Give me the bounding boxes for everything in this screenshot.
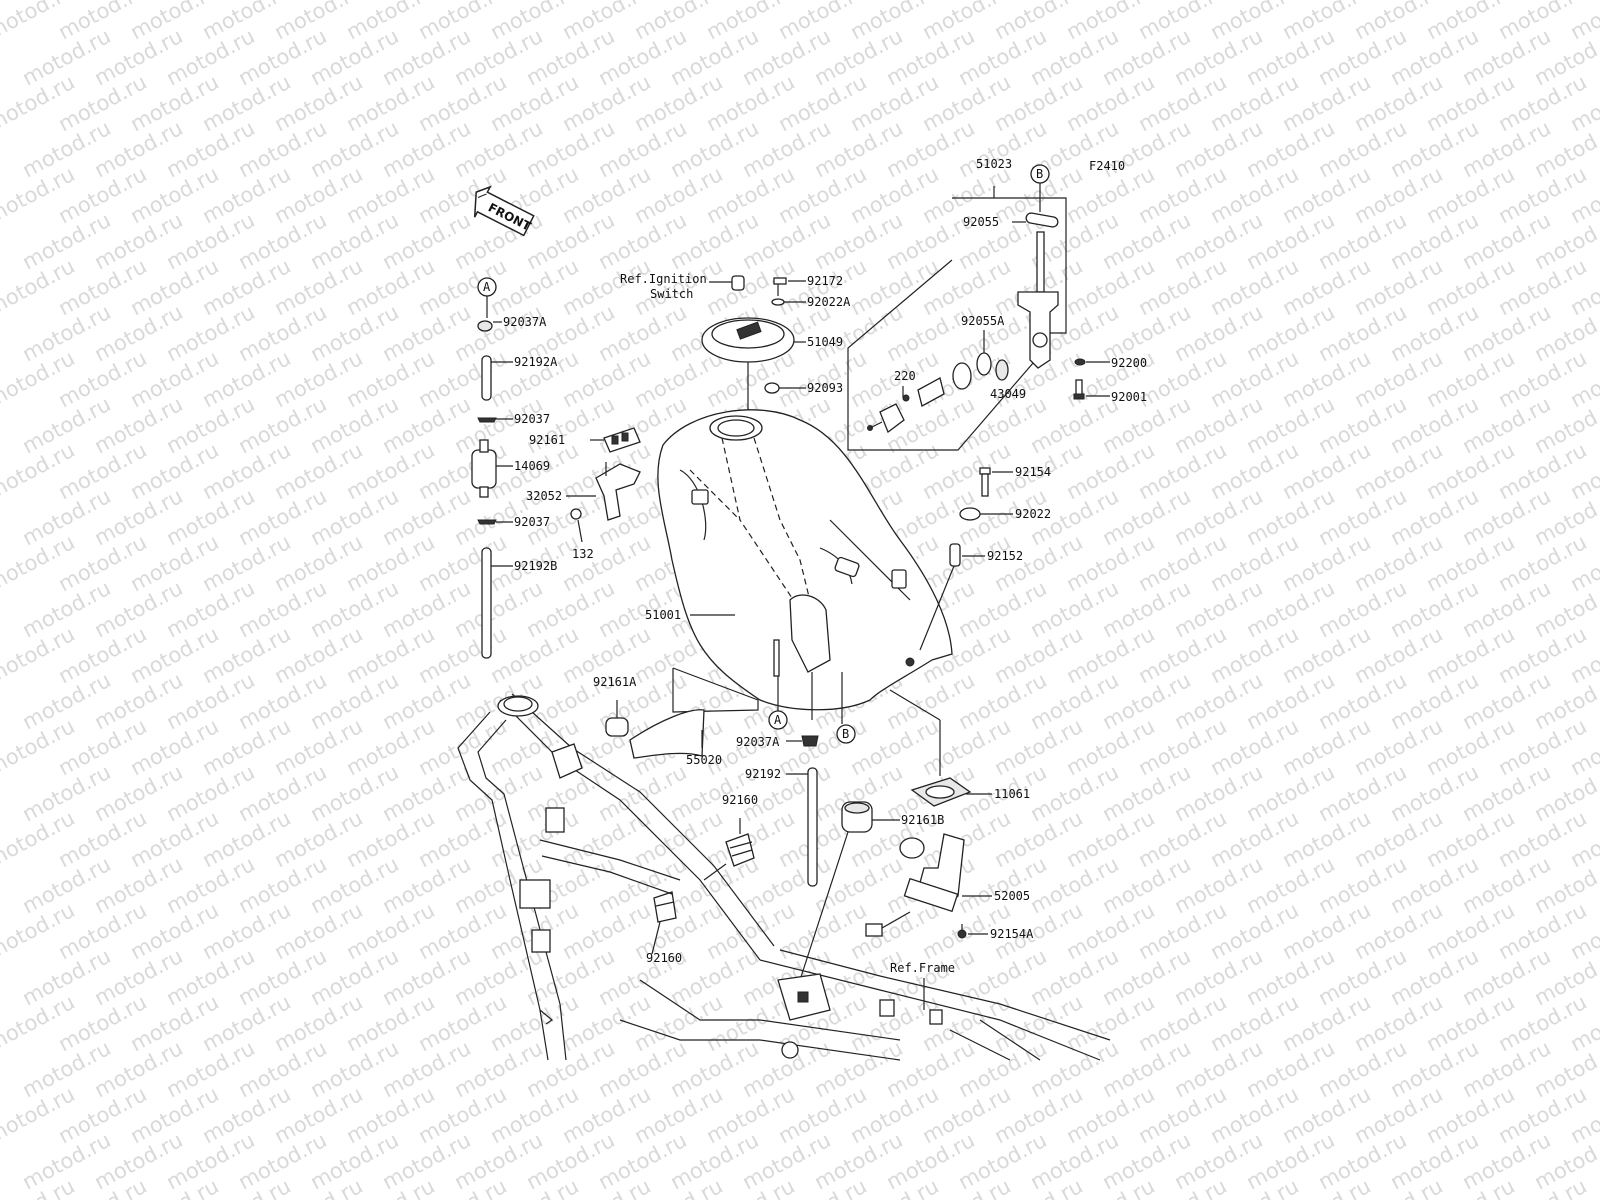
part-label-92161a: 92161A — [593, 675, 637, 689]
diaphragm-43049 — [995, 359, 1009, 381]
fuel-filter-14069 — [471, 439, 513, 498]
part-label-92055a: 92055A — [961, 314, 1005, 328]
bracket-32052 — [566, 462, 641, 521]
bolt-92154a — [957, 924, 988, 939]
part-label-132: 132 — [572, 547, 594, 561]
part-label-92037-top: 92037 — [514, 412, 550, 426]
part-label-92154a: 92154A — [990, 927, 1034, 941]
part-label-92055: 92055 — [963, 215, 999, 229]
part-label-51001: 51001 — [645, 608, 681, 622]
part-label-92037-bot: 92037 — [514, 515, 550, 529]
part-label-55020: 55020 — [686, 753, 722, 767]
svg-text:B: B — [842, 727, 849, 741]
part-label-43049: 43049 — [990, 387, 1026, 401]
clamp-92037-top — [477, 417, 513, 423]
tap-plate — [952, 362, 972, 390]
part-label-92161: 92161 — [529, 433, 565, 447]
oring-92055a — [976, 352, 992, 376]
figure-code: F2410 — [1089, 159, 1125, 173]
part-label-92093: 92093 — [807, 381, 843, 395]
hose-92192a — [481, 355, 513, 401]
washer-92093 — [764, 382, 806, 394]
part-label-51049: 51049 — [807, 335, 843, 349]
pad-92161 — [590, 427, 641, 453]
part-label-14069: 14069 — [514, 459, 550, 473]
fuel-tank-51001 — [657, 409, 953, 711]
part-label-92152: 92152 — [987, 549, 1023, 563]
svg-text:B: B — [1036, 167, 1043, 181]
frame-ref — [457, 693, 1111, 1061]
part-label-92192b: 92192B — [514, 559, 557, 573]
part-label-92022a: 92022A — [807, 295, 851, 309]
part-label-92172: 92172 — [807, 274, 843, 288]
part-label-92161b: 92161B — [901, 813, 944, 827]
damper-92037a-bot — [786, 735, 819, 747]
svg-text:A: A — [483, 280, 491, 294]
part-label-92160-bot: 92160 — [646, 951, 682, 965]
fuel-tap-stem — [1036, 231, 1045, 293]
part-label-92022: 92022 — [1015, 507, 1051, 521]
ref-ignition-switch-line1: Ref.Ignition — [620, 272, 707, 286]
part-label-92200: 92200 — [1111, 356, 1147, 370]
part-labels: 51023 92055 92055A 220 43049 92200 92001… — [503, 157, 1147, 975]
ignition-cover — [709, 275, 745, 291]
pad-92160-bot — [651, 891, 677, 955]
fuel-pump-52005 — [865, 833, 992, 937]
clamp-92037-bot — [477, 519, 513, 525]
damper-92037a-top — [477, 320, 502, 332]
part-label-32052: 32052 — [526, 489, 562, 503]
washer-92022 — [959, 507, 1013, 521]
part-label-92001: 92001 — [1111, 390, 1147, 404]
fuel-tap-body — [1017, 291, 1059, 369]
hose-92192b — [481, 547, 513, 659]
washer-92022a — [771, 298, 806, 306]
collar-92152 — [919, 543, 985, 651]
fuel-tap-group — [847, 186, 1067, 451]
part-label-92037a-top: 92037A — [503, 315, 547, 329]
washer-92200 — [1074, 358, 1086, 366]
part-label-92192a: 92192A — [514, 355, 558, 369]
screw-92172 — [773, 277, 806, 296]
part-label-92192: 92192 — [745, 767, 781, 781]
part-label-51023: 51023 — [976, 157, 1012, 171]
svg-text:A: A — [774, 713, 782, 727]
part-label-11061: 11061 — [994, 787, 1030, 801]
part-label-92037a-bot: 92037A — [736, 735, 780, 749]
bolt-92154 — [979, 467, 1013, 497]
part-label-220: 220 — [894, 369, 916, 383]
fuel-cap-51049 — [701, 317, 806, 363]
marker-a-top: A — [477, 277, 497, 297]
pad-55020 — [629, 667, 759, 759]
tap-knob — [879, 403, 905, 434]
nut-132 — [570, 508, 583, 543]
hose-92192 — [786, 767, 818, 887]
marker-b-top: B — [1030, 164, 1050, 212]
rubber-92161b — [799, 801, 900, 981]
damper-11061 — [889, 689, 992, 807]
rubber-92161a — [605, 700, 629, 737]
ref-frame-label: Ref.Frame — [890, 961, 955, 975]
marker-b-bot: B — [836, 724, 856, 744]
part-label-92160-top: 92160 — [722, 793, 758, 807]
marker-a-bot: A — [768, 710, 788, 730]
gasket-92055 — [1025, 212, 1059, 228]
part-label-52005: 52005 — [994, 889, 1030, 903]
pad-92160-top — [703, 818, 755, 881]
ref-ignition-switch-line2: Switch — [650, 287, 693, 301]
part-label-92154: 92154 — [1015, 465, 1051, 479]
